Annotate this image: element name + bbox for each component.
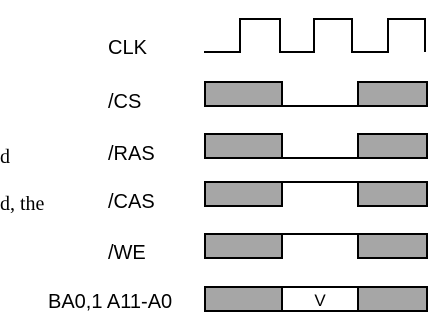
cs-dont-care-right	[357, 81, 428, 107]
signal-label-cas: /CAS	[108, 191, 155, 213]
background-text-line-1: d	[0, 146, 10, 168]
signal-label-cs: /CS	[108, 91, 141, 113]
background-text-line-2: d, the	[0, 193, 45, 215]
we-dont-care-left	[204, 233, 283, 259]
signal-label-address: BA0,1 A11-A0	[48, 291, 172, 313]
cs-dont-care-left	[204, 81, 283, 107]
bus-valid-box	[281, 286, 359, 312]
signal-label-ras: /RAS	[108, 143, 155, 165]
ras-dont-care-left	[204, 133, 283, 159]
bus-valid-label: V	[314, 291, 326, 310]
we-dont-care-right	[357, 233, 428, 259]
we-waveform	[204, 233, 428, 259]
clk-waveform	[204, 18, 426, 53]
address-bus-waveform: V	[204, 286, 428, 312]
cs-waveform	[204, 81, 428, 107]
ras-dont-care-right	[357, 133, 428, 159]
ras-waveform	[204, 133, 428, 159]
bus-dont-care-right	[357, 286, 428, 312]
cas-waveform	[204, 181, 428, 207]
cas-dont-care-left	[204, 181, 283, 207]
signal-label-clk: CLK	[108, 37, 148, 59]
cas-dont-care-right	[357, 181, 428, 207]
signal-label-we: /WE	[108, 242, 146, 264]
bus-dont-care-left	[204, 286, 283, 312]
